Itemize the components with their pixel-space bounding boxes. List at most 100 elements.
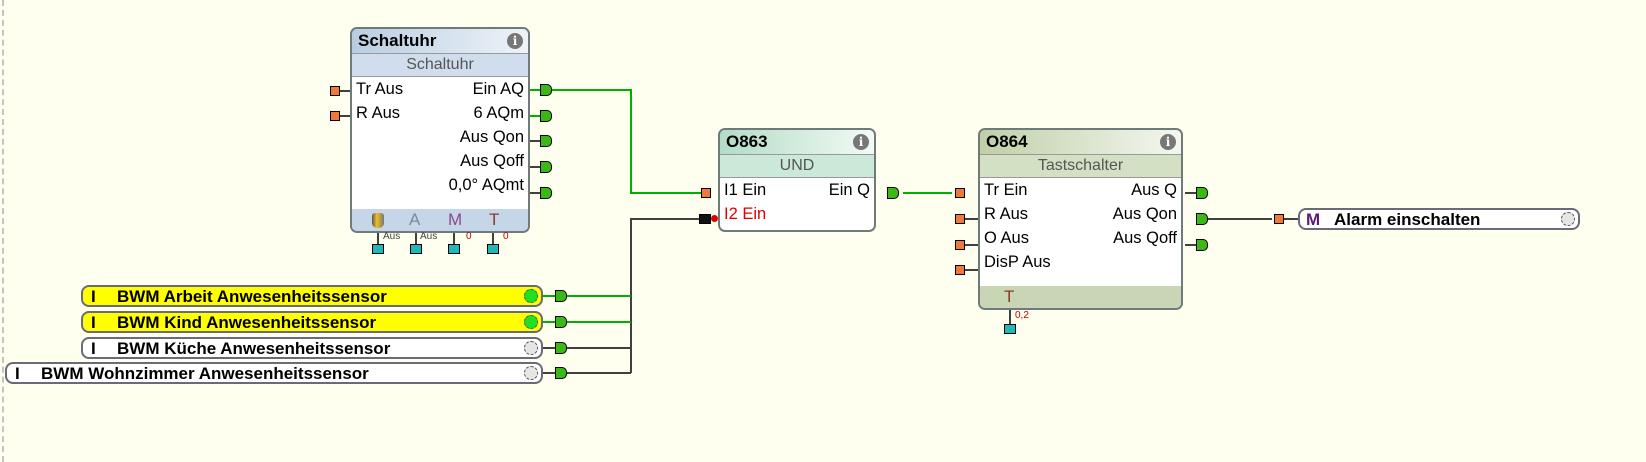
block-type: UND <box>720 154 874 178</box>
output-port-qon[interactable] <box>1196 213 1208 225</box>
input-port-tr[interactable] <box>955 188 965 198</box>
output-aqmt: 0,0° AQmt <box>448 176 524 194</box>
input-disp: DisP Aus <box>984 253 1051 271</box>
input-port-r[interactable] <box>330 111 340 121</box>
output-qon: Aus Qon <box>459 128 524 146</box>
input-port-tr[interactable] <box>330 86 340 96</box>
shield-icon <box>372 213 384 228</box>
output-port-q[interactable] <box>1196 187 1208 199</box>
output-aq: Ein AQ <box>472 80 524 98</box>
output-tag-alarm[interactable]: M Alarm einschalten <box>1298 208 1580 230</box>
output-port-qon[interactable] <box>540 135 552 147</box>
param-value: 0,2 <box>1015 310 1029 321</box>
block-und[interactable]: O863 i UND I1 Ein Ein Q I2 Ein <box>718 128 876 232</box>
sensor-prefix: I <box>91 339 96 358</box>
info-icon[interactable]: i <box>1160 134 1176 150</box>
io-row: 0,0° AQmt <box>352 173 528 197</box>
status-led-icon <box>1561 212 1575 226</box>
block-title-text: O864 <box>986 132 1028 151</box>
block-type: Schaltuhr <box>352 53 528 77</box>
param-port-t[interactable] <box>1004 324 1016 334</box>
block-title-text: Schaltuhr <box>358 31 437 50</box>
output-qon: Aus Qon <box>1112 205 1177 223</box>
param-value: Aus <box>420 231 438 242</box>
param-t-label: T <box>1004 287 1015 306</box>
output-port-sensor[interactable] <box>555 342 567 354</box>
param-value: Aus <box>383 231 401 242</box>
param-t-label: T <box>489 210 500 229</box>
param-value: 0 <box>466 231 472 242</box>
io-row: DisP Aus <box>980 250 1181 274</box>
output-port-qoff[interactable] <box>540 161 552 173</box>
info-icon[interactable]: i <box>853 134 869 150</box>
io-row: R Aus 6 AQm <box>352 101 528 125</box>
io-row: Aus Qon <box>352 125 528 149</box>
negation-dot-icon <box>711 215 718 222</box>
sensor-label: BWM Wohnzimmer Anwesenheitssensor <box>41 364 369 383</box>
param-port-shield[interactable] <box>372 244 384 254</box>
param-port-m[interactable] <box>448 244 460 254</box>
output-port-sensor[interactable] <box>555 316 567 328</box>
io-row: I1 Ein Ein Q <box>720 178 874 202</box>
input-port-r[interactable] <box>955 214 965 224</box>
input-o: O Aus <box>984 229 1029 247</box>
output-q: Ein Q <box>828 181 870 199</box>
block-title: O864 i <box>980 130 1181 154</box>
block-title: Schaltuhr i <box>352 29 528 53</box>
sensor-prefix: I <box>15 364 20 383</box>
output-port-aqm[interactable] <box>540 110 552 122</box>
input-port-disp[interactable] <box>955 265 965 275</box>
output-q: Aus Q <box>1131 181 1177 199</box>
sensor-bwm-kueche[interactable]: I BWM Küche Anwesenheitssensor <box>81 337 543 359</box>
block-schaltuhr[interactable]: Schaltuhr i Schaltuhr Tr Aus Ein AQ R Aus… <box>350 27 530 233</box>
param-m-label: M <box>448 210 463 229</box>
tag-label: Alarm einschalten <box>1334 210 1481 229</box>
param-a-label: A <box>409 210 421 229</box>
param-value: 0 <box>503 231 509 242</box>
output-port-q[interactable] <box>887 187 899 199</box>
sensor-prefix: I <box>91 313 96 332</box>
input-i1: I1 Ein <box>724 181 767 199</box>
io-row: I2 Ein <box>720 202 874 226</box>
input-port-o[interactable] <box>955 240 965 250</box>
sensor-label: BWM Arbeit Anwesenheitssensor <box>117 287 387 306</box>
output-qoff: Aus Qoff <box>460 152 524 170</box>
output-port-aqmt[interactable] <box>540 187 552 199</box>
info-icon[interactable]: i <box>507 33 523 49</box>
output-port-sensor[interactable] <box>555 367 567 379</box>
status-led-icon <box>524 315 538 329</box>
block-title: O863 i <box>720 130 874 154</box>
sensor-bwm-arbeit[interactable]: I BWM Arbeit Anwesenheitssensor <box>81 285 543 307</box>
status-led-icon <box>524 366 538 380</box>
input-r: R Aus <box>356 104 401 122</box>
output-aqm: 6 AQm <box>473 104 524 122</box>
input-port-i1[interactable] <box>701 188 711 198</box>
sensor-label: BWM Kind Anwesenheitssensor <box>117 313 377 332</box>
param-port-a[interactable] <box>410 244 422 254</box>
io-row: Tr Aus Ein AQ <box>352 77 528 101</box>
output-port-qoff[interactable] <box>1196 239 1208 251</box>
param-port-t[interactable] <box>487 244 499 254</box>
input-port-i2-negated[interactable] <box>699 214 711 224</box>
wire-schaltuhr-to-und-i1[interactable] <box>525 89 703 194</box>
canvas-border <box>2 0 4 462</box>
input-i2-negated: I2 Ein <box>724 205 767 223</box>
io-row: Aus Qoff <box>352 149 528 173</box>
input-port-alarm[interactable] <box>1274 214 1284 224</box>
sensor-prefix: I <box>91 287 96 306</box>
sensor-bwm-wohnzimmer[interactable]: I BWM Wohnzimmer Anwesenheitssensor <box>5 362 543 384</box>
wire-sensor-bus-to-und-i2[interactable] <box>630 218 703 373</box>
io-row: R Aus Aus Qon <box>980 202 1181 226</box>
input-tr: Tr Aus <box>356 80 404 98</box>
input-tr: Tr Ein <box>984 181 1028 199</box>
status-led-icon <box>524 341 538 355</box>
sensor-label: BWM Küche Anwesenheitssensor <box>117 339 391 358</box>
output-qoff: Aus Qoff <box>1113 229 1177 247</box>
block-title-text: O863 <box>726 132 768 151</box>
output-port-sensor[interactable] <box>555 290 567 302</box>
output-port-aq[interactable] <box>540 84 552 96</box>
sensor-bwm-kind[interactable]: I BWM Kind Anwesenheitssensor <box>81 311 543 333</box>
block-footer: A M T <box>352 209 528 231</box>
